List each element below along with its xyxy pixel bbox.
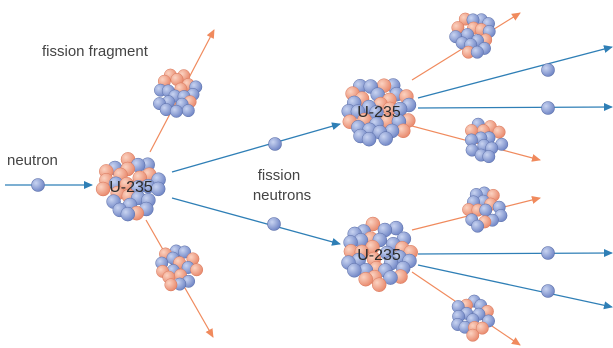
- neutron-arrows: [5, 45, 613, 310]
- neutron-particle: [181, 104, 195, 118]
- neutron-particle: [347, 263, 362, 278]
- second-gen-neutron-arrow-3: [417, 249, 613, 258]
- fission-fragment: [462, 186, 508, 233]
- second-gen-neutron-arrow-1: [417, 45, 613, 99]
- nucleus-1-label: U-235: [109, 179, 153, 196]
- neutron-particle: [169, 104, 183, 118]
- fission-neutron-arrow-upper: [171, 122, 341, 173]
- neutron-particle: [383, 270, 398, 285]
- neutron-particle: [470, 45, 484, 59]
- nucleus-3-label: U-235: [357, 247, 401, 264]
- neutron-particle: [378, 131, 393, 146]
- neutron-particle: [268, 137, 282, 151]
- neutron-particle: [541, 246, 555, 260]
- nucleus-2: [341, 78, 417, 147]
- fission-neutron-arrow-lower: [171, 197, 341, 246]
- neutron-particle: [541, 63, 555, 77]
- neutron-particle: [541, 284, 555, 298]
- neutron-particle: [541, 101, 555, 115]
- second-gen-neutron-arrow-4: [417, 264, 613, 310]
- proton-particle: [358, 271, 373, 287]
- proton-particle: [95, 181, 111, 197]
- neutron-particle: [267, 217, 281, 231]
- second-gen-neutron-arrow-2: [417, 103, 613, 112]
- proton-particle: [371, 277, 387, 292]
- fission-fragment: [155, 244, 204, 292]
- neutron-particle: [471, 219, 485, 233]
- proton-particle: [475, 321, 489, 335]
- neutron-label: neutron: [7, 152, 58, 169]
- fission-neutrons-label-line1: fission: [258, 167, 301, 184]
- free-neutrons: [31, 63, 555, 298]
- fission-fragment: [451, 294, 495, 342]
- proton-particle: [492, 125, 506, 139]
- neutron-particle: [120, 206, 136, 222]
- neutron-particle: [150, 181, 166, 197]
- fission-fragment: [449, 12, 496, 59]
- fission-fragment: [153, 68, 203, 118]
- nucleus-1: [95, 152, 166, 222]
- nucleus-3: [341, 216, 418, 292]
- proton-particle: [164, 278, 178, 292]
- nucleus-2-label: U-235: [357, 104, 401, 121]
- neutron-particle: [361, 131, 377, 147]
- neutron-particle: [31, 178, 45, 192]
- fission-neutrons-label-line2: neutrons: [253, 187, 311, 204]
- proton-particle: [466, 328, 480, 342]
- proton-particle: [190, 263, 204, 277]
- fission-fragment: [464, 117, 509, 164]
- neutron-particle: [482, 150, 496, 164]
- fragment-arrows: [145, 12, 541, 346]
- fission-fragment-label: fission fragment: [42, 43, 149, 60]
